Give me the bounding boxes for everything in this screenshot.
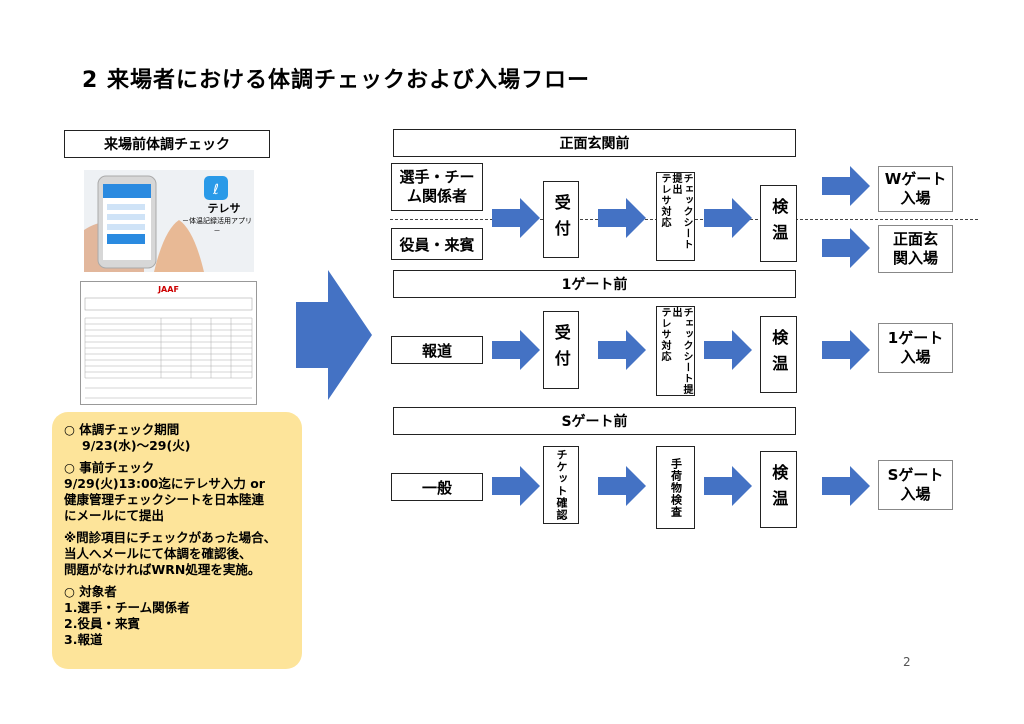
- source-officials: 役員・来賓: [391, 228, 483, 260]
- source-general: 一般: [391, 473, 483, 501]
- page-number: 2: [903, 655, 911, 669]
- right-arrow-icon: [822, 330, 870, 370]
- section-header-gate1: 1ゲート前: [393, 270, 796, 298]
- target-item-3: 3.報道: [64, 632, 103, 647]
- right-arrow-icon: [704, 466, 752, 506]
- source-press: 報道: [391, 336, 483, 364]
- step-temperature: 検温: [760, 316, 797, 393]
- step-reception: 受付: [543, 311, 579, 389]
- right-arrow-icon: [822, 166, 870, 206]
- right-arrow-icon: [598, 198, 646, 238]
- step-temperature: 検温: [760, 451, 797, 528]
- section-header-main-entrance: 正面玄関前: [393, 129, 796, 157]
- health-check-sheet: JAAF: [80, 281, 257, 405]
- caution-text: ※問診項目にチェックがあった場合、 当人へメールにて体調を確認後、 問題がなけれ…: [64, 530, 277, 577]
- step-baggage-check-label: 手荷物検査: [669, 457, 683, 518]
- out-gate1: 1ゲート 入場: [878, 323, 953, 373]
- out-main-entrance: 正面玄 関入場: [878, 225, 953, 273]
- right-arrow-icon: [704, 198, 752, 238]
- page-title: 2 来場者における体調チェックおよび入場フロー: [82, 68, 590, 93]
- source-athletes: 選手・チー ム関係者: [391, 163, 483, 211]
- pre-check-body: 9/29(火)13:00迄にテレサ入力 or 健康管理チェックシートを日本陸連 …: [64, 476, 265, 523]
- target-item-2: 2.役員・来賓: [64, 616, 140, 631]
- step-temperature-label: 検温: [769, 463, 789, 516]
- target-item-1: 1.選手・チーム関係者: [64, 600, 190, 615]
- period-value: 9/23(水)～29(火): [82, 438, 191, 453]
- check-notes: ○ 体調チェック期間 9/23(水)～29(火) ○ 事前チェック 9/29(火…: [52, 412, 302, 669]
- section-header-s-gate: Sゲート前: [393, 407, 796, 435]
- big-arrow-icon: [296, 270, 372, 400]
- right-arrow-icon: [704, 330, 752, 370]
- step-temperature-label: 検温: [769, 328, 789, 381]
- step-reception-label: 受付: [551, 324, 571, 376]
- step-reception: 受付: [543, 181, 579, 258]
- out-s-gate: Sゲート 入場: [878, 460, 953, 510]
- right-arrow-icon: [492, 466, 540, 506]
- step-checksheet-label: チェックシート提出 テレサ対応: [659, 173, 692, 250]
- step-temperature: 検温: [760, 185, 797, 262]
- step-checksheet: チェックシート提出 テレサ対応: [656, 172, 695, 261]
- step-baggage-check: 手荷物検査: [656, 446, 695, 529]
- right-arrow-icon: [822, 466, 870, 506]
- right-arrow-icon: [492, 330, 540, 370]
- right-arrow-icon: [598, 330, 646, 370]
- step-ticket-check: チケット確認: [543, 446, 579, 524]
- right-arrow-icon: [492, 198, 540, 238]
- app-photo: ℓ テレサ －体温記録活用アプリ－: [84, 170, 254, 272]
- doc-title: JAAF: [158, 285, 179, 294]
- right-arrow-icon: [822, 228, 870, 268]
- svg-text:ℓ: ℓ: [212, 182, 219, 198]
- period-heading: ○ 体調チェック期間: [64, 422, 180, 437]
- pre-check-heading: ○ 事前チェック: [64, 460, 155, 475]
- target-heading: ○ 対象者: [64, 584, 117, 599]
- step-checksheet: チェックシート提出 テレサ対応: [656, 306, 695, 396]
- app-subtitle: －体温記録活用アプリ－: [182, 217, 252, 235]
- right-arrow-icon: [598, 466, 646, 506]
- step-checksheet-label: チェックシート提出 テレサ対応: [659, 307, 692, 395]
- step-ticket-check-label: チケット確認: [555, 449, 569, 521]
- pre-check-header: 来場前体調チェック: [64, 130, 270, 158]
- app-name: テレサ: [207, 202, 241, 215]
- out-w-gate: Wゲート 入場: [878, 166, 953, 212]
- step-reception-label: 受付: [551, 193, 571, 246]
- step-temperature-label: 検温: [769, 197, 789, 250]
